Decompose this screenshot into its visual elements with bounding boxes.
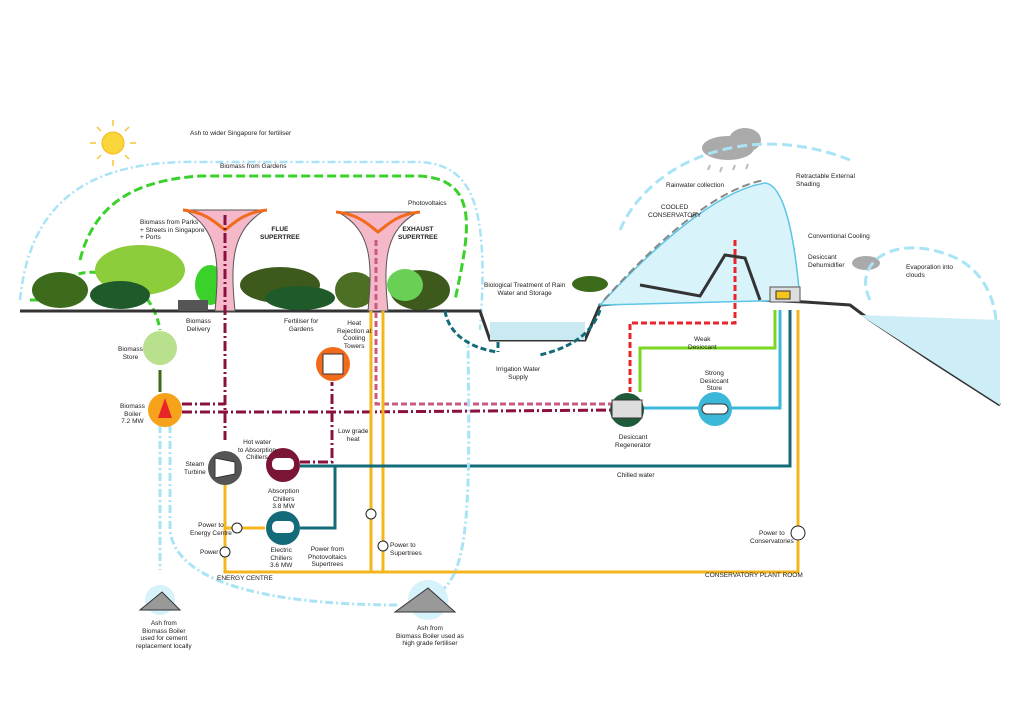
- power-icon: [790, 525, 806, 541]
- retractable-shading: [603, 179, 766, 301]
- label-rainwater-collection: Rainwater collection: [666, 182, 725, 189]
- power-flow: [223, 310, 800, 574]
- label-heat-rejection: Heat Rejection at Cooling Towers: [337, 320, 372, 350]
- chilled-water-flow: [300, 310, 792, 530]
- desiccant-dehumidifier-icon: [775, 290, 791, 300]
- label-retractable-shading: Retractable External Shading: [796, 173, 855, 188]
- strong-desiccant-flow: [640, 310, 782, 410]
- label-fertiliser-for-gardens: Fertiliser for Gardens: [284, 318, 319, 333]
- desiccant-red-flow: [628, 240, 737, 392]
- label-ash-fertiliser: Ash from Biomass Boiler used as high gra…: [396, 625, 464, 647]
- trees: [32, 245, 608, 310]
- label-electric-chillers: Electric Chillers 3.6 MW: [270, 547, 293, 569]
- label-power-to-supertrees: Power to Supertrees: [390, 542, 422, 557]
- label-strong-desiccant-store: Strong Desiccant Store: [700, 370, 729, 392]
- label-chilled-water: Chilled water: [617, 472, 655, 479]
- power-symbols: [219, 508, 806, 558]
- label-ash-cement: Ash from Biomass Boiler used for cement …: [136, 620, 192, 650]
- truck-icon: [178, 300, 208, 311]
- power-icon: [219, 546, 231, 558]
- ash-flows: [158, 339, 471, 607]
- label-biomass-store: Biomass Store: [118, 346, 143, 361]
- label-cooled-conservatory: COOLED CONSERVATORY: [648, 204, 702, 219]
- rain-cloud-icon: [702, 128, 761, 173]
- label-ash-to-singapore: Ash to wider Singapore for fertiliser: [190, 130, 292, 137]
- pond: [490, 322, 585, 340]
- label-exhaust-supertree: EXHAUST SUPERTREE: [398, 226, 438, 241]
- label-power-to-conservatories: Power to Conservatories: [750, 530, 794, 545]
- lake: [860, 315, 1000, 405]
- biomass-store-icon: [143, 331, 177, 365]
- label-conventional-cooling: Conventional Cooling: [808, 233, 870, 240]
- label-weak-desiccant: Weak Desiccant: [688, 336, 717, 351]
- label-energy-centre: ENERGY CENTRE: [217, 575, 273, 582]
- label-low-grade-heat: Low grade heat: [338, 428, 369, 443]
- weak-desiccant-flow: [638, 310, 777, 392]
- label-irrigation-water-supply: Irrigation Water Supply: [496, 366, 541, 381]
- label-absorption-chillers: Absorption Chillers 3.8 MW: [268, 488, 300, 510]
- heat-flow: [182, 215, 621, 464]
- conservatory-hill: [639, 253, 762, 301]
- sun-icon: [90, 120, 136, 166]
- label-biomass-from-gardens: Biomass from Gardens: [220, 163, 287, 170]
- label-evaporation: Evaporation into clouds: [906, 264, 953, 279]
- label-biomass-boiler: Biomass Boiler 7.2 MW: [120, 403, 145, 425]
- label-hot-water: Hot water to Absorption Chillers: [238, 439, 276, 461]
- waste-heat-flow: [374, 240, 612, 406]
- label-biological-treatment: Biological Treatment of Rain Water and S…: [484, 282, 566, 297]
- label-conservatory-plant-room: CONSERVATORY PLANT ROOM: [705, 572, 803, 579]
- exhaust-supertree-icon: [335, 210, 421, 312]
- label-photovoltaics: Photovoltaics: [408, 200, 447, 207]
- label-steam-turbine: Steam Turbine: [184, 461, 206, 476]
- ash-pile-icon: [393, 580, 457, 620]
- label-power: Power: [200, 549, 219, 556]
- label-power-from-pv: Power from Photovoltaics Supertrees: [308, 546, 347, 568]
- irrigation-flow: [443, 309, 602, 357]
- small-cloud-icon: [852, 256, 880, 270]
- label-flue-supertree: FLUE SUPERTREE: [260, 226, 300, 241]
- label-biomass-from-parks: Biomass from Parks + Streets in Singapor…: [140, 219, 205, 241]
- ash-to-singapore-flow: [18, 160, 484, 331]
- power-icon: [377, 540, 389, 552]
- label-biomass-delivery: Biomass Delivery: [186, 318, 211, 333]
- label-power-to-energy-centre: Power to Energy Centre: [190, 522, 232, 537]
- label-desiccant-regenerator: Desiccant Regenerator: [615, 434, 652, 449]
- power-icon: [365, 508, 377, 520]
- power-icon: [231, 522, 243, 534]
- ash-pile-icon: [138, 585, 182, 615]
- label-desiccant-dehumidifier: Desiccant Dehumidifier: [808, 254, 845, 269]
